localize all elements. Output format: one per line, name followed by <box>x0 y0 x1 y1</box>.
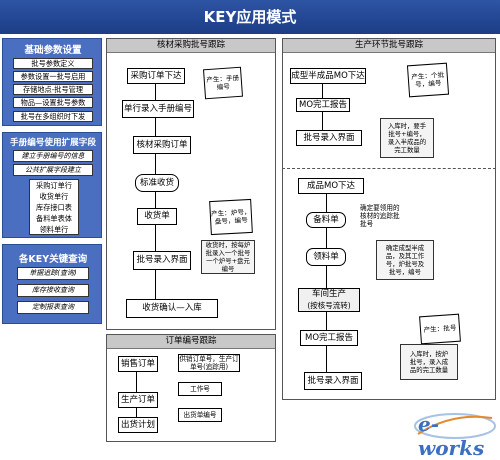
basic-item-2[interactable]: 参数设置一批号启用 <box>13 71 93 82</box>
purchase-section: 核材采购批号跟踪 <box>106 38 276 330</box>
manual-number-panel: 手册编号使用扩展字段 建立手册编号的信息 公共扩展字段建立 采购订单行 收货单行… <box>2 132 102 238</box>
order-section: 订单编号跟踪 <box>106 334 276 442</box>
basic-item-3[interactable]: 存储地点-批号管理 <box>13 84 93 95</box>
key-query-panel: 各KEY关键查询 单据追踪(查询) 库存接收查询 定制报表查询 <box>2 244 102 324</box>
prod-annotation-core-batch: 确定要领用的 核材的追踪批 批号 <box>360 204 400 228</box>
sidebar: 基础参数设置 批号参数定义 参数设置一批号启用 存储地点-批号管理 物品—设置批… <box>2 38 102 328</box>
manual-item-1[interactable]: 建立手册编号的信息 <box>13 150 93 162</box>
e-works-logo-swoosh-icon <box>414 413 496 439</box>
order-note-shipment-no: 出货单编号 <box>178 408 222 422</box>
query-item-3[interactable]: 定制报表查询 <box>17 301 89 314</box>
order-section-header: 订单编号跟踪 <box>107 335 275 349</box>
prod-step-batch-entry-1[interactable]: 批号录入界面 <box>296 130 362 146</box>
manual-subitem-4[interactable]: 备料单表体 <box>36 214 72 223</box>
basic-item-4[interactable]: 物品—设置批号参数 <box>13 97 93 108</box>
purchase-step-batch-entry[interactable]: 批号录入界面 <box>133 251 191 270</box>
prod-callout-semi-confirm: 确定成型半成 品，及其工作 号，炉批号及 批号，编号 <box>376 240 434 280</box>
prod-step-workshop-production[interactable]: 车间生产 (按核号流转) <box>298 288 360 312</box>
prod-step-mo-report-1[interactable]: MO完工报告 <box>296 98 350 112</box>
prod-step-finished-mo-issue[interactable]: 成品MO下达 <box>298 178 364 194</box>
basic-settings-panel: 基础参数设置 批号参数定义 参数设置一批号启用 存储地点-批号管理 物品—设置批… <box>2 38 102 126</box>
prod-step-batch-entry-2[interactable]: 批号录入界面 <box>304 372 362 390</box>
purchase-section-header: 核材采购批号跟踪 <box>107 39 275 53</box>
basic-settings-title: 基础参数设置 <box>24 45 82 56</box>
purchase-step-confirm-stock-in[interactable]: 收货确认—入库 <box>126 299 218 318</box>
order-note-work-no: 工作号 <box>178 382 222 396</box>
prod-step-semi-mo-issue[interactable]: 成型半成品MO下达 <box>290 68 366 84</box>
production-section-header: 生产环节批号跟踪 <box>283 39 495 53</box>
prod-callout-stock-in-1: 入库时，要手 批号+编号， 录入半成品的 完工数量 <box>380 118 434 158</box>
query-item-1[interactable]: 单据追踪(查询) <box>17 267 89 280</box>
order-note-sales-no: 供销订单号，生产订单号(追踪用) <box>178 354 240 372</box>
order-step-shipping-plan[interactable]: 出货计划 <box>118 417 158 433</box>
e-works-logo-text: e-works <box>418 412 485 460</box>
prod-step-workshop-sublabel: (按核号流转) <box>307 301 351 310</box>
purchase-note-manual-no: 产生：手册编号 <box>202 66 244 100</box>
purchase-step-standard-receipt[interactable]: 标准收货 <box>135 174 179 192</box>
manual-number-title: 手册编号使用扩展字段 <box>10 138 96 148</box>
prod-note-batch-no-2: 产生：批号 <box>419 313 461 345</box>
purchase-step-core-order[interactable]: 核材采购订单 <box>133 136 191 154</box>
purchase-note-furnace-no: 产生：炉号，盘号，编号 <box>209 198 253 236</box>
page-title-banner: KEY应用模式 <box>0 0 500 34</box>
prod-step-prep-list[interactable]: 备料单 <box>306 212 346 228</box>
purchase-step-manual-entry[interactable]: 单行录入手册编号 <box>122 100 194 118</box>
manual-subitem-3[interactable]: 库存接口表 <box>36 203 72 212</box>
purchase-step-order-issue[interactable]: 采购订单下达 <box>127 68 185 84</box>
manual-subitem-1[interactable]: 采购订单行 <box>36 181 72 190</box>
manual-subitem-2[interactable]: 收货单行 <box>39 192 69 201</box>
order-step-sales-order[interactable]: 销售订单 <box>118 356 158 372</box>
manual-item-2[interactable]: 公共扩展字段建立 <box>13 164 93 176</box>
prod-note-batch-no-1: 产生：个批号，编号 <box>406 62 450 98</box>
key-query-title: 各KEY关键查询 <box>18 254 88 265</box>
prod-step-workshop-label: 车间生产 <box>311 289 346 299</box>
order-step-production-order[interactable]: 生产订单 <box>118 392 158 408</box>
purchase-callout-receipt: 收货时，按每炉 批录入一个批号 一个炉号+盘元 编号 <box>201 240 255 274</box>
basic-item-1[interactable]: 批号参数定义 <box>13 58 93 69</box>
prod-step-mo-report-2[interactable]: MO完工报告 <box>300 330 358 346</box>
purchase-step-receipt-note[interactable]: 收货单 <box>137 208 177 225</box>
basic-item-5[interactable]: 批号在多组织时下发 <box>13 111 93 122</box>
e-works-logo: e-works <box>412 404 498 460</box>
production-divider <box>282 168 496 169</box>
manual-subitem-5[interactable]: 领料单行 <box>39 225 69 234</box>
prod-step-picking-list[interactable]: 领料单 <box>306 248 346 266</box>
manual-subitem-list: 采购订单行 收货单行 库存接口表 备料单表体 领料单行 <box>29 179 79 235</box>
prod-callout-stock-in-2: 入库时，按炉 批号，录入成 品的完工数量 <box>400 344 458 380</box>
query-item-2[interactable]: 库存接收查询 <box>17 284 89 297</box>
